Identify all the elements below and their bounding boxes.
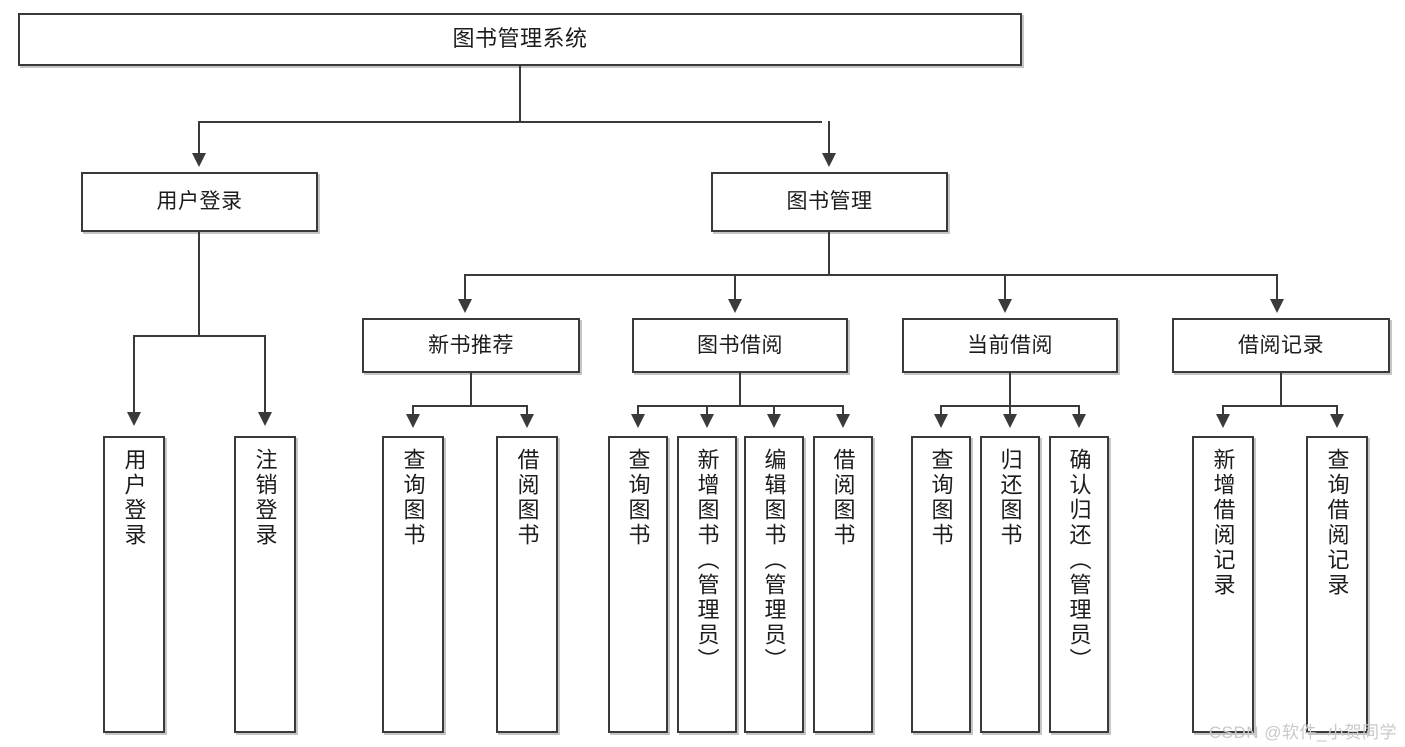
node-label: 图书管理系统 <box>452 26 588 52</box>
node-current-borrow[interactable]: 当前借阅 <box>902 318 1118 373</box>
node-label: 用户登录 <box>156 190 243 214</box>
node-label: 借阅图书 <box>830 448 856 548</box>
arrowhead-book-borrow-leaf-2 <box>700 414 714 428</box>
arrowhead-book-borrow-leaf-3 <box>767 414 781 428</box>
connector-book-borrow-stem <box>739 373 741 407</box>
connector-new-book-bus <box>412 405 528 407</box>
leaf-current-borrow-return-books[interactable]: 归还图书 <box>980 436 1040 733</box>
connector-user-login-stem <box>198 232 200 336</box>
arrowhead-borrow-records <box>1270 299 1284 313</box>
leaf-book-borrow-edit-book-admin[interactable]: 编辑图书（管理员） <box>744 436 804 733</box>
connector-book-borrow-c1 <box>637 405 639 417</box>
arrowhead-book-borrow-leaf-4 <box>836 414 850 428</box>
leaf-book-borrow-query-books[interactable]: 查询图书 <box>608 436 668 733</box>
leaf-borrow-records-add-record[interactable]: 新增借阅记录 <box>1192 436 1254 733</box>
arrowhead-new-book-leaf-2 <box>520 414 534 428</box>
connector-user-login-right <box>264 335 266 415</box>
connector-to-new-book <box>464 274 466 302</box>
connector-borrow-records-c2 <box>1336 405 1338 417</box>
connector-to-book-management <box>828 121 830 157</box>
connector-book-management-stem <box>828 232 830 276</box>
node-label: 图书借阅 <box>697 333 783 357</box>
connector-level3-bus <box>464 274 1278 276</box>
connector-book-borrow-bus <box>637 405 844 407</box>
arrowhead-book-borrow-leaf-1 <box>631 414 645 428</box>
node-book-borrow[interactable]: 图书借阅 <box>632 318 848 373</box>
leaf-user-login-logout[interactable]: 注销登录 <box>234 436 296 733</box>
connector-user-login-left <box>133 335 135 415</box>
arrowhead-current-borrow-leaf-3 <box>1072 414 1086 428</box>
leaf-user-login-login[interactable]: 用户登录 <box>103 436 165 733</box>
arrowhead-user-login-leaf-1 <box>127 412 141 426</box>
connector-borrow-records-stem <box>1280 373 1282 407</box>
node-user-login[interactable]: 用户登录 <box>81 172 318 232</box>
connector-new-book-stem <box>470 373 472 407</box>
node-label: 注销登录 <box>252 448 278 548</box>
node-label: 用户登录 <box>121 448 147 548</box>
node-label: 编辑图书（管理员） <box>761 448 787 673</box>
node-label: 新书推荐 <box>428 333 514 357</box>
node-label: 查询图书 <box>928 448 954 548</box>
connector-borrow-records-c1 <box>1222 405 1224 417</box>
arrowhead-current-borrow-leaf-2 <box>1003 414 1017 428</box>
leaf-current-borrow-query-books[interactable]: 查询图书 <box>911 436 971 733</box>
arrowhead-current-borrow-leaf-1 <box>934 414 948 428</box>
connector-new-book-c2 <box>526 405 528 417</box>
connector-to-user-login <box>198 121 200 157</box>
node-borrow-records[interactable]: 借阅记录 <box>1172 318 1390 373</box>
watermark-text: CSDN @软件_小贺同学 <box>1208 723 1397 742</box>
leaf-new-book-query-books[interactable]: 查询图书 <box>382 436 444 733</box>
leaf-book-borrow-add-book-admin[interactable]: 新增图书（管理员） <box>677 436 737 733</box>
node-label: 查询借阅记录 <box>1324 448 1350 598</box>
connector-to-borrow-records <box>1276 274 1278 302</box>
node-label: 确认归还（管理员） <box>1066 448 1092 673</box>
arrowhead-borrow-records-leaf-2 <box>1330 414 1344 428</box>
node-book-management[interactable]: 图书管理 <box>711 172 948 232</box>
leaf-borrow-records-query-record[interactable]: 查询借阅记录 <box>1306 436 1368 733</box>
arrowhead-user-login-leaf-2 <box>258 412 272 426</box>
node-label: 借阅记录 <box>1238 333 1324 357</box>
node-new-book-recommend[interactable]: 新书推荐 <box>362 318 580 373</box>
node-label: 借阅图书 <box>514 448 540 548</box>
connector-root-stem <box>519 66 521 122</box>
arrowhead-user-login <box>192 153 206 167</box>
connector-user-login-bus <box>133 335 266 337</box>
node-label: 查询图书 <box>625 448 651 548</box>
connector-current-borrow-c1 <box>940 405 942 417</box>
node-label: 归还图书 <box>997 448 1023 548</box>
arrowhead-current-borrow <box>998 299 1012 313</box>
arrowhead-borrow-records-leaf-1 <box>1216 414 1230 428</box>
connector-new-book-c1 <box>412 405 414 417</box>
leaf-new-book-borrow-books[interactable]: 借阅图书 <box>496 436 558 733</box>
connector-book-borrow-c3 <box>773 405 775 417</box>
connector-level2-bus <box>198 121 822 123</box>
leaf-book-borrow-borrow-books[interactable]: 借阅图书 <box>813 436 873 733</box>
connector-current-borrow-c3 <box>1078 405 1080 417</box>
node-label: 查询图书 <box>400 448 426 548</box>
leaf-current-borrow-confirm-return-admin[interactable]: 确认归还（管理员） <box>1049 436 1109 733</box>
connector-borrow-records-bus <box>1222 405 1338 407</box>
connector-to-current-borrow <box>1004 274 1006 302</box>
node-label: 新增图书（管理员） <box>694 448 720 673</box>
arrowhead-new-book-recommend <box>458 299 472 313</box>
arrowhead-book-borrow <box>728 299 742 313</box>
arrowhead-new-book-leaf-1 <box>406 414 420 428</box>
node-label: 当前借阅 <box>967 333 1053 357</box>
connector-current-borrow-stem <box>1009 373 1011 407</box>
node-root-book-management-system[interactable]: 图书管理系统 <box>18 13 1022 66</box>
connector-book-borrow-c4 <box>842 405 844 417</box>
connector-to-book-borrow <box>734 274 736 302</box>
node-label: 新增借阅记录 <box>1210 448 1236 598</box>
node-label: 图书管理 <box>786 190 873 214</box>
connector-book-borrow-c2 <box>706 405 708 417</box>
arrowhead-book-management <box>822 153 836 167</box>
connector-current-borrow-c2 <box>1009 405 1011 417</box>
